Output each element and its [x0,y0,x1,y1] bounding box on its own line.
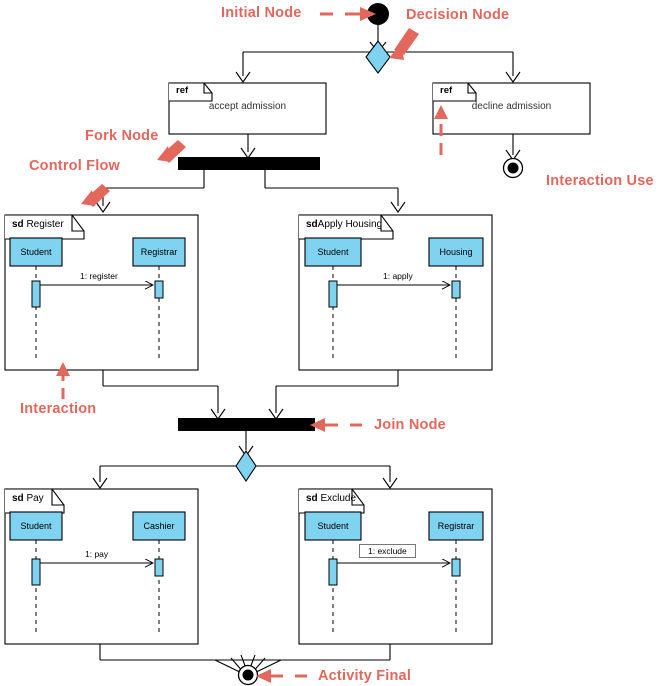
interaction-frame-apply-housing[interactable] [298,214,493,371]
arrowhead-interaction-use [434,105,448,119]
annotation-interaction: Interaction [20,401,97,417]
lifeline-label-registrar-exclude: Registrar [437,521,475,531]
arrowhead-decision-node [389,44,404,60]
activation-student [328,558,338,586]
lifeline-head-registrar [132,237,186,267]
sd-keyword: sd [12,219,24,230]
lifeline-label-housing: Housing [439,247,473,257]
sd-name: Exclude [320,493,357,504]
activity-final-node-decline[interactable] [502,157,524,179]
activation-student [31,280,41,308]
sd-keyword: sd [306,493,318,504]
merge-node[interactable] [235,450,257,482]
lifeline-label-cashier: Cashier [143,521,175,531]
interaction-frame-register[interactable] [4,214,199,371]
annotation-join-node: Join Node [374,417,446,433]
ref-name-decline: decline admission [471,101,552,112]
sd-frame-label-apply-housing: sdApply Housing [306,219,382,230]
decision-node[interactable] [365,40,391,74]
initial-node[interactable] [367,3,389,25]
annotation-activity-final: Activity Final [318,668,412,684]
interaction-use-decline[interactable] [432,82,591,135]
arrowhead-apply-housing [390,201,406,213]
activation-cashier [154,558,164,577]
arrowhead-interaction [56,362,70,376]
arrowhead-join-node [310,418,325,432]
sd-name: Pay [26,493,44,504]
message-label-register[interactable]: 1: register [80,271,118,281]
interaction-use-accept[interactable] [168,82,327,135]
arrowhead-fork-node [157,146,171,162]
annotation-decision-node: Decision Node [406,7,510,23]
sd-name: Register [26,219,64,230]
annotation-interaction-use: Interaction Use [546,173,654,189]
activation-registrar [451,558,461,577]
arrowhead-initial-node [360,7,376,21]
lifeline-head-cashier [132,511,186,541]
annotation-arrowheads [56,7,448,683]
arrowhead-register [95,201,111,213]
activation-student [328,280,338,308]
message-label-apply[interactable]: 1: apply [383,271,413,281]
arrowhead-activity-final [256,669,271,683]
sd-frame-label-pay: sd Pay [12,493,44,504]
interaction-frame-exclude[interactable] [298,488,493,645]
activation-housing [451,280,461,299]
ref-keyword-decline: ref [440,85,453,96]
lifeline-head-student [304,511,362,541]
arrowhead-control-flow [81,190,95,206]
lifeline-head-student [304,237,362,267]
sd-keyword: sd [12,493,24,504]
lifeline-label-student-pay: Student [20,521,52,531]
fork-node[interactable] [178,157,320,170]
arrowhead-decline [505,71,521,83]
ref-keyword-accept: ref [176,85,189,96]
sd-name: Apply Housing [317,219,383,230]
message-label-pay[interactable]: 1: pay [85,549,109,559]
activity-final-node-bottom[interactable] [237,664,259,686]
interaction-frame-pay[interactable] [4,488,199,645]
annotation-initial-node: Initial Node [221,5,302,21]
annotation-control-flow: Control Flow [29,158,120,174]
arrowhead-pay [92,477,108,489]
sd-frame-label-exclude: sd Exclude [306,493,356,504]
activation-registrar [154,280,164,299]
message-label-exclude[interactable]: 1: exclude [359,544,416,558]
arrowhead-accept [235,71,251,83]
sd-frame-label-register: sd Register [12,219,64,230]
annotation-fork-node: Fork Node [85,128,159,144]
activation-student [31,558,41,586]
ref-name-accept: accept admission [208,101,287,112]
join-node[interactable] [178,418,315,431]
arrowhead-exclude [382,477,398,489]
lifeline-head-student [9,237,63,267]
lifeline-label-student: Student [20,247,52,257]
lifeline-label-student-exclude: Student [317,521,349,531]
lifeline-label-registrar: Registrar [140,247,178,257]
lifeline-label-student-housing: Student [317,247,349,257]
sd-keyword: sd [306,219,318,230]
